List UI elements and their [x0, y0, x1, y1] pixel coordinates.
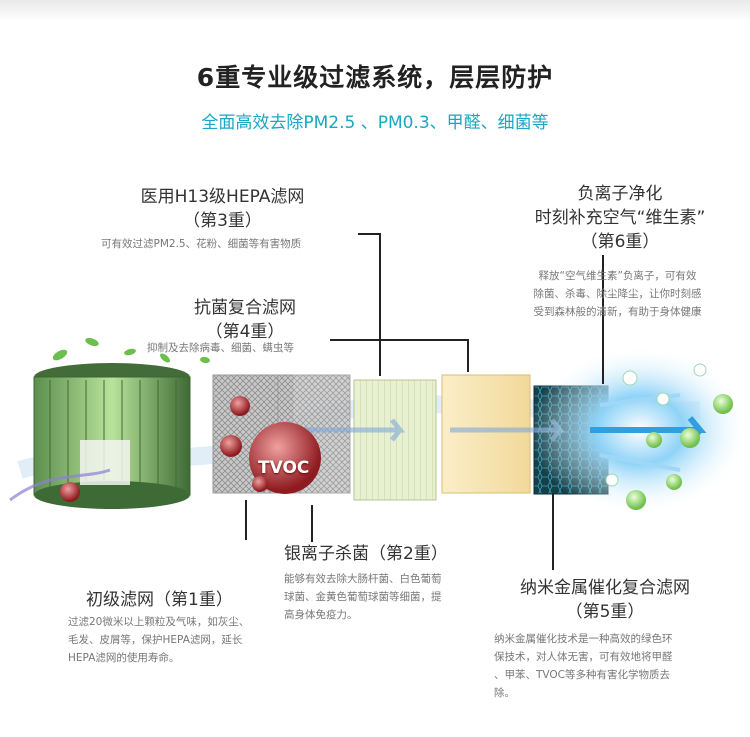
stage6-title-line1: 负离子净化 — [577, 184, 663, 204]
stage3-title-line2: （第3重） — [183, 211, 262, 231]
vc-badges — [626, 394, 733, 510]
primary-filter-cylinder — [9, 363, 191, 509]
stage4-title-line2: （第4重） — [205, 322, 285, 342]
stage4-title: 抗菌复合滤网 （第4重） — [160, 296, 330, 344]
negative-ion-burst — [530, 345, 750, 515]
tvoc-label: TVOC — [258, 458, 310, 478]
stage1-desc-line: 毛发、皮屑等，保护HEPA滤网，延长 — [68, 634, 243, 646]
stage5-desc-line: 除。 — [494, 687, 515, 699]
stage6-desc-line: 受到森林般的清新，有助于身体健康 — [533, 306, 702, 318]
stage5-desc-line: 、甲苯、TVOC等多种有害化学物质去 — [494, 669, 671, 681]
stage4-antibacterial-sheet — [441, 374, 531, 494]
stage5-desc-line: 纳米金属催化技术是一种高效的绿色环 — [494, 633, 673, 645]
stage4-description: 抑制及去除病毒、细菌、螨虫等 — [147, 342, 294, 354]
stage2-desc-line: 能够有效去除大肠杆菌、白色葡萄 — [284, 573, 442, 585]
stage6-title-line3: （第6重） — [580, 232, 660, 252]
stage6-title: 负离子净化 时刻补充空气“维生素” （第6重） — [505, 182, 735, 254]
stage2-desc-line: 球菌、金黄色葡萄球菌等细菌，提 — [284, 591, 442, 603]
stage6-desc-line: 释放“空气维生素”负离子，可有效 — [538, 270, 697, 282]
callout-lines — [245, 233, 604, 570]
minus-ion-bubbles — [605, 363, 707, 487]
stage2-description: 能够有效去除大肠杆菌、白色葡萄 球菌、金黄色葡萄球菌等细菌，提 高身体免疫力。 — [284, 570, 484, 624]
stage6-title-line2: 时刻补充空气“维生素” — [534, 208, 706, 228]
bacteria-group — [60, 396, 321, 502]
stage2-title: 银离子杀菌（第2重） — [284, 544, 448, 564]
stage1-description: 过滤20微米以上颗粒及气味，如灰尘、 毛发、皮屑等，保护HEPA滤网，延长 HE… — [68, 613, 288, 667]
stage6-description: 释放“空气维生素”负离子，可有效 除菌、杀毒、除尘降尘，让你时刻感 受到森林般的… — [510, 267, 725, 321]
stage1-title: 初级滤网（第1重） — [86, 590, 233, 610]
top-gradient-bar — [0, 0, 750, 22]
stage3-description: 可有效过滤PM2.5、花粉、细菌等有害物质 — [101, 238, 302, 250]
leaves-decor — [52, 337, 210, 364]
page-subtitle: 全面高效去除PM2.5 、PM0.3、甲醛、细菌等 — [201, 113, 549, 133]
stage5-desc-line: 保技术，对人体无害，可有效地将甲醛 — [494, 651, 673, 663]
stage5-title-line1: 纳米金属催化复合滤网 — [520, 578, 690, 598]
stage3-title: 医用H13级HEPA滤网 （第3重） — [110, 185, 335, 233]
stage5-title: 纳米金属催化复合滤网 （第5重） — [495, 576, 715, 624]
stage5-description: 纳米金属催化技术是一种高效的绿色环 保技术，对人体无害，可有效地将甲醛 、甲苯、… — [494, 630, 724, 702]
stage2-desc-line: 高身体免疫力。 — [284, 609, 358, 621]
stage3-title-line1: 医用H13级HEPA滤网 — [140, 187, 305, 207]
airflow-arrow — [300, 418, 406, 442]
stage4-title-line1: 抗菌复合滤网 — [194, 298, 296, 318]
stage6-desc-line: 除菌、杀毒、除尘降尘，让你时刻感 — [533, 288, 702, 300]
stage1-desc-line: 过滤20微米以上颗粒及气味，如灰尘、 — [68, 616, 250, 628]
stage1-desc-line: HEPA滤网的使用寿命。 — [68, 652, 180, 664]
stage5-title-line2: （第5重） — [565, 602, 645, 622]
page-title: 6重专业级过滤系统，层层防护 — [196, 63, 554, 92]
